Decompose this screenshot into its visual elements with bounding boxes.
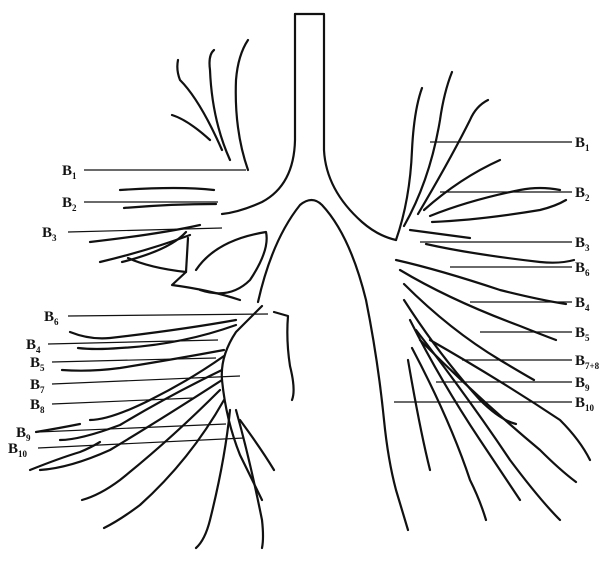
label-r-b4: B4 bbox=[575, 295, 590, 313]
label-l-b7: B7 bbox=[30, 377, 45, 395]
label-l-b1: B1 bbox=[62, 163, 77, 181]
label-l-b6: B6 bbox=[44, 309, 59, 327]
left-labels: B1 B2 B3 B6 B4 B5 B7 B8 B9 B10 bbox=[8, 163, 77, 459]
label-l-b8: B8 bbox=[30, 397, 45, 415]
label-r-b78: B7+8 bbox=[575, 353, 600, 371]
label-r-b6: B6 bbox=[575, 260, 590, 278]
label-r-b2: B2 bbox=[575, 185, 590, 203]
bronchial-tree-outline bbox=[30, 14, 590, 548]
label-l-b2: B2 bbox=[62, 195, 77, 213]
label-l-b5: B5 bbox=[30, 355, 45, 373]
label-l-b4: B4 bbox=[26, 337, 41, 355]
label-r-b5: B5 bbox=[575, 325, 590, 343]
label-r-b3: B3 bbox=[575, 235, 590, 253]
label-l-b9: B9 bbox=[16, 425, 31, 443]
label-r-b10: B10 bbox=[575, 395, 595, 413]
right-labels: B1 B2 B3 B6 B4 B5 B7+8 B9 B10 bbox=[575, 135, 600, 413]
label-r-b1: B1 bbox=[575, 135, 590, 153]
label-r-b9: B9 bbox=[575, 375, 590, 393]
label-l-b3: B3 bbox=[42, 225, 57, 243]
label-l-b10: B10 bbox=[8, 441, 28, 459]
